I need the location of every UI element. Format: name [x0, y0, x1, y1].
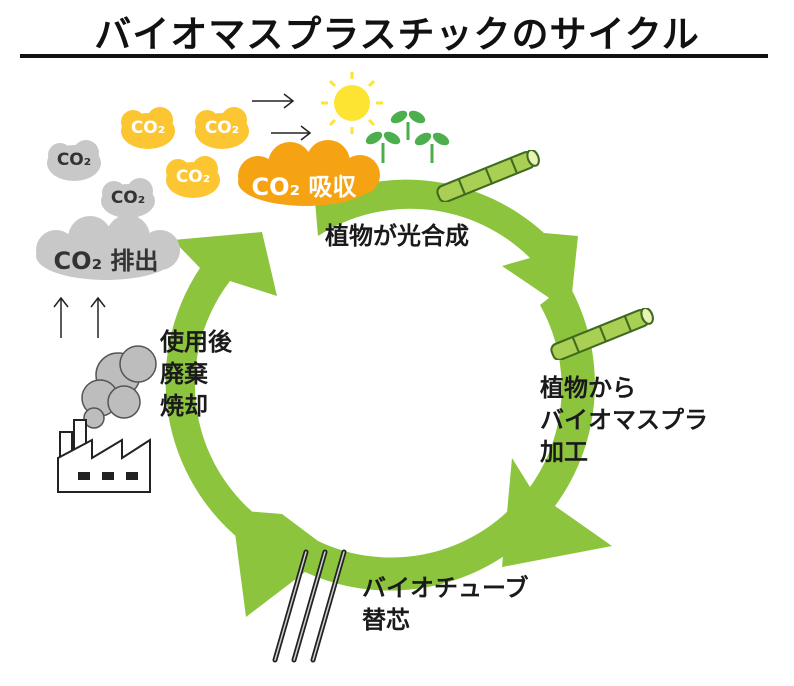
page-title: バイオマスプラスチックのサイクル — [94, 13, 700, 56]
sun-icon — [321, 72, 383, 134]
factory-icon — [57, 419, 151, 493]
step-refill-line: バイオチューブ — [362, 574, 529, 602]
step-disposal-line: 使用後 — [160, 328, 232, 356]
pen-refill-icon — [272, 549, 347, 663]
step-processing-line: 植物から — [540, 374, 636, 402]
co2-emit-label: CO₂ 排出 — [53, 247, 159, 275]
step-photosynthesis: 植物が光合成 — [325, 222, 469, 250]
sprout-icon — [365, 110, 450, 163]
title-underline — [20, 54, 768, 58]
co2-label: CO₂ — [204, 118, 240, 138]
arrow-up-icon — [53, 296, 106, 338]
step-refill: バイオチューブ 替芯 — [362, 572, 529, 636]
arrow-right-icon — [252, 93, 312, 141]
cycle-ring — [165, 179, 612, 617]
co2-label: CO₂ — [56, 150, 92, 170]
step-processing-line: 加工 — [540, 438, 588, 466]
co2-label: CO₂ — [175, 167, 211, 187]
step-disposal: 使用後 廃棄 焼却 — [160, 326, 232, 422]
sugarcane-icon — [434, 150, 543, 202]
co2-cloud-gray — [47, 140, 155, 218]
step-disposal-line: 焼却 — [160, 392, 208, 420]
smoke-icon — [81, 345, 157, 429]
co2-absorb-cloud — [238, 140, 380, 206]
step-processing-line: バイオマスプラ — [540, 406, 708, 434]
co2-emit-cloud — [36, 215, 180, 280]
co2-label: CO₂ — [110, 188, 146, 208]
co2-cloud-yellow — [121, 107, 249, 198]
step-processing: 植物から バイオマスプラ 加工 — [540, 372, 708, 468]
step-disposal-line: 廃棄 — [160, 360, 208, 388]
co2-absorb-label: CO₂ 吸収 — [251, 173, 357, 201]
step-refill-line: 替芯 — [362, 606, 410, 634]
co2-label: CO₂ — [130, 118, 166, 138]
